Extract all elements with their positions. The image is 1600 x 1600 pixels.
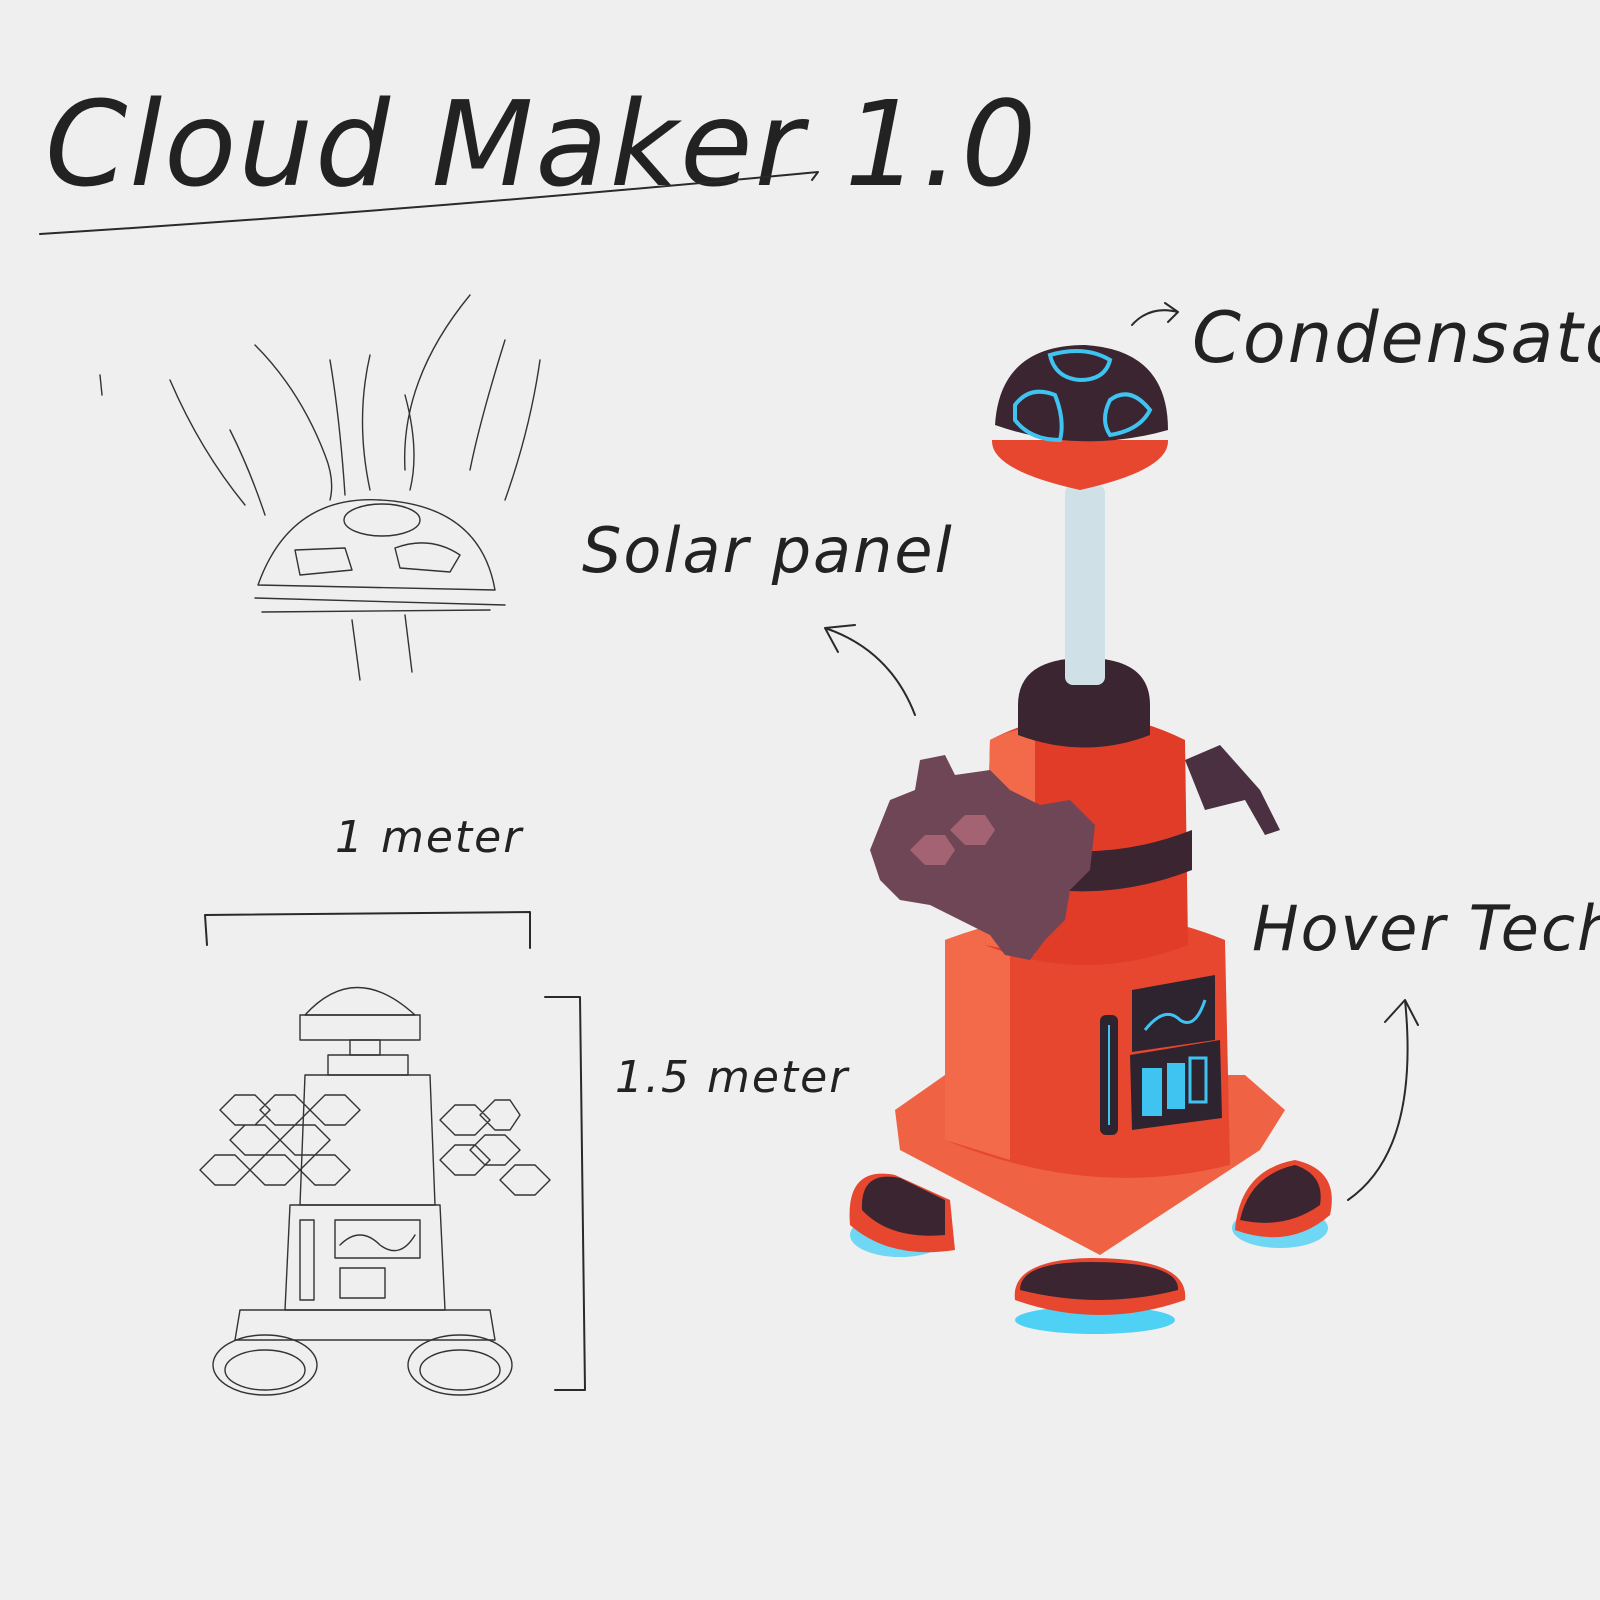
cloud-maker-robot [849,345,1332,1334]
condensator-arrow-icon [1131,302,1179,326]
height-bracket [544,996,586,1391]
robot-sketch [199,986,551,1396]
title-underline [39,171,819,235]
title: Cloud Maker 1.0 [45,75,1038,213]
condensator-label: Condensator [1192,297,1600,379]
width-label: 1 meter [335,812,524,863]
hover-tech-label: Hover Tech. [1252,892,1600,965]
solar-panel-label: Solar panel [582,514,954,587]
width-bracket [204,911,531,949]
height-label: 1.5 meter [615,1052,850,1103]
dome-sketch [99,294,541,681]
solar-panel-arrow-icon [824,624,916,716]
hover-tech-arrow-icon [1347,999,1419,1201]
